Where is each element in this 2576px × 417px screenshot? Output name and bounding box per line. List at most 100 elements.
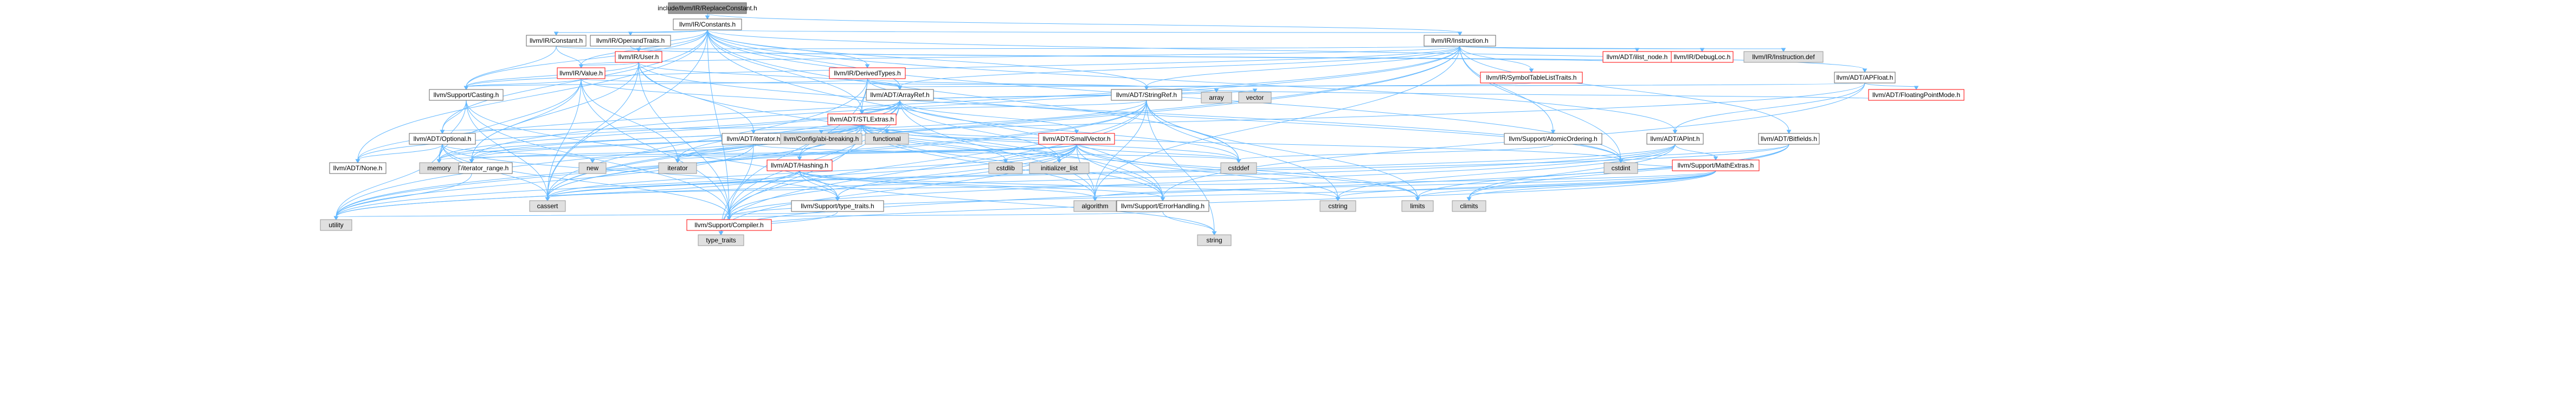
node-symtab[interactable]: llvm/IR/SymbolTableListTraits.h	[1480, 72, 1583, 84]
dependency-edge	[707, 29, 1463, 36]
node-fpmode[interactable]: llvm/ADT/FloatingPointMode.h	[1868, 89, 1965, 101]
node-typetraitsstd: type_traits	[698, 234, 744, 246]
node-operandtraits[interactable]: llvm/IR/OperandTraits.h	[590, 35, 671, 47]
node-derivedtypes[interactable]: llvm/IR/DerivedTypes.h	[829, 67, 906, 79]
dependency-edge	[1415, 170, 1716, 201]
node-label: llvm/IR/DerivedTypes.h	[834, 69, 900, 77]
node-stringref[interactable]: llvm/ADT/StringRef.h	[1111, 89, 1182, 101]
node-constant[interactable]: llvm/IR/Constant.h	[526, 35, 587, 47]
node-label: initializer_list	[1041, 164, 1078, 172]
node-label: llvm/ADT/iterator.h	[727, 135, 781, 143]
node-mathextras[interactable]: llvm/Support/MathExtras.h	[1672, 159, 1760, 171]
dependency-edge	[859, 100, 1147, 114]
node-typetraits[interactable]: llvm/Support/type_traits.h	[791, 200, 884, 212]
node-label: llvm/Support/Casting.h	[434, 91, 499, 99]
node-atomicordering[interactable]: llvm/Support/AtomicOrdering.h	[1504, 133, 1602, 145]
node-casting[interactable]: llvm/Support/Casting.h	[429, 89, 504, 101]
node-label: limits	[1410, 202, 1425, 210]
dependency-edge	[707, 29, 903, 90]
node-optional[interactable]: llvm/ADT/Optional.h	[409, 133, 476, 145]
node-vector: vector	[1238, 92, 1272, 104]
node-errorhandling[interactable]: llvm/Support/ErrorHandling.h	[1116, 200, 1209, 212]
node-apfloat[interactable]: llvm/ADT/APFloat.h	[1834, 72, 1896, 84]
node-functional: functional	[865, 133, 909, 145]
node-ilistnode[interactable]: llvm/ADT/ilist_node.h	[1602, 51, 1672, 63]
dependency-edge	[333, 211, 838, 220]
node-label: functional	[873, 135, 900, 143]
node-smallvector[interactable]: llvm/ADT/SmallVector.h	[1038, 133, 1115, 145]
node-user[interactable]: llvm/IR/User.h	[615, 51, 662, 63]
node-apint[interactable]: llvm/ADT/APInt.h	[1646, 133, 1704, 145]
dependency-edge	[897, 82, 1865, 90]
node-cstdint: cstdint	[1603, 162, 1638, 174]
node-cassert: cassert	[529, 200, 566, 212]
node-label: llvm/IR/OperandTraits.h	[596, 37, 665, 44]
node-arrayref[interactable]: llvm/ADT/ArrayRef.h	[866, 89, 934, 101]
dependency-edge	[899, 100, 1241, 163]
dependency-edge	[1459, 46, 1786, 52]
dependency-edge	[545, 170, 800, 201]
dependency-edge	[751, 124, 862, 134]
node-label: llvm/ADT/Bitfields.h	[1761, 135, 1817, 143]
node-label: utility	[329, 221, 343, 229]
node-label: llvm/Support/MathExtras.h	[1678, 162, 1754, 169]
node-label: llvm/IR/Value.h	[559, 69, 603, 77]
node-utility: utility	[320, 219, 352, 231]
dependency-edge	[799, 170, 840, 201]
node-cstddef: cstddef	[1220, 162, 1257, 174]
node-cstring: cstring	[1319, 200, 1356, 212]
node-none[interactable]: llvm/ADT/None.h	[329, 162, 387, 174]
dependency-edge	[355, 29, 708, 163]
dependency-edge	[726, 78, 868, 220]
node-label: llvm/ADT/SmallVector.h	[1042, 135, 1110, 143]
node-hashing[interactable]: llvm/ADT/Hashing.h	[767, 159, 833, 171]
node-label: llvm/IR/Instruction.h	[1431, 37, 1488, 44]
dependency-edge	[799, 170, 1165, 201]
node-label: llvm/ADT/FloatingPointMode.h	[1872, 91, 1960, 99]
node-algorithm: algorithm	[1073, 200, 1117, 212]
node-root[interactable]: include/llvm/IR/ReplaceConstant.h	[658, 2, 757, 14]
dependency-edge	[1466, 144, 1676, 201]
node-label: llvm/IR/Instruction.def	[1752, 53, 1815, 61]
node-label: llvm/ADT/Hashing.h	[771, 162, 828, 169]
dependency-edge	[638, 62, 1624, 163]
dependency-edge	[1146, 100, 1217, 235]
dependency-edge	[628, 29, 708, 36]
node-value[interactable]: llvm/IR/Value.h	[557, 67, 606, 79]
dependency-edge	[675, 144, 1077, 163]
node-debugloc[interactable]: llvm/IR/DebugLoc.h	[1671, 51, 1734, 63]
node-label: type_traits	[706, 236, 736, 244]
node-string: string	[1197, 234, 1232, 246]
node-label: cassert	[537, 202, 558, 210]
dependency-edge	[578, 62, 639, 68]
node-instruction[interactable]: llvm/IR/Instruction.h	[1424, 35, 1496, 47]
dependency-edge	[333, 173, 472, 220]
node-label: llvm/Support/type_traits.h	[801, 202, 874, 210]
dependency-edge	[1672, 82, 1865, 134]
dependency-edge	[1146, 100, 1420, 201]
dependency-edge	[1459, 46, 1624, 163]
node-label: array	[1209, 94, 1223, 101]
dependency-edge	[440, 100, 467, 134]
node-label: llvm/IR/SymbolTableListTraits.h	[1486, 74, 1577, 81]
node-label: cstddef	[1228, 164, 1250, 172]
node-configabi: llvm/Config/abi-breaking.h	[780, 133, 862, 145]
node-initlist: initializer_list	[1029, 162, 1090, 174]
node-bitfields[interactable]: llvm/ADT/Bitfields.h	[1758, 133, 1820, 145]
node-iteratorh[interactable]: llvm/ADT/iterator.h	[722, 133, 785, 145]
node-label: llvm/ADT/STLExtras.h	[830, 116, 894, 123]
dependency-edge	[463, 78, 582, 90]
node-label: llvm/IR/Constant.h	[530, 37, 583, 44]
dependency-edge	[590, 144, 1077, 163]
node-stlextras[interactable]: llvm/ADT/STLExtras.h	[827, 113, 897, 125]
dependency-edge	[705, 14, 710, 20]
dependency-edge	[1003, 144, 1077, 163]
dependency-edge	[333, 144, 443, 220]
node-label: climits	[1460, 202, 1478, 210]
dependency-edge	[545, 170, 1716, 201]
node-label: cstdlib	[996, 164, 1015, 172]
dependency-edge	[799, 170, 1341, 201]
node-compiler[interactable]: llvm/Support/Compiler.h	[686, 219, 772, 231]
node-constants[interactable]: llvm/IR/Constants.h	[673, 18, 742, 30]
dependency-edge	[466, 100, 732, 220]
